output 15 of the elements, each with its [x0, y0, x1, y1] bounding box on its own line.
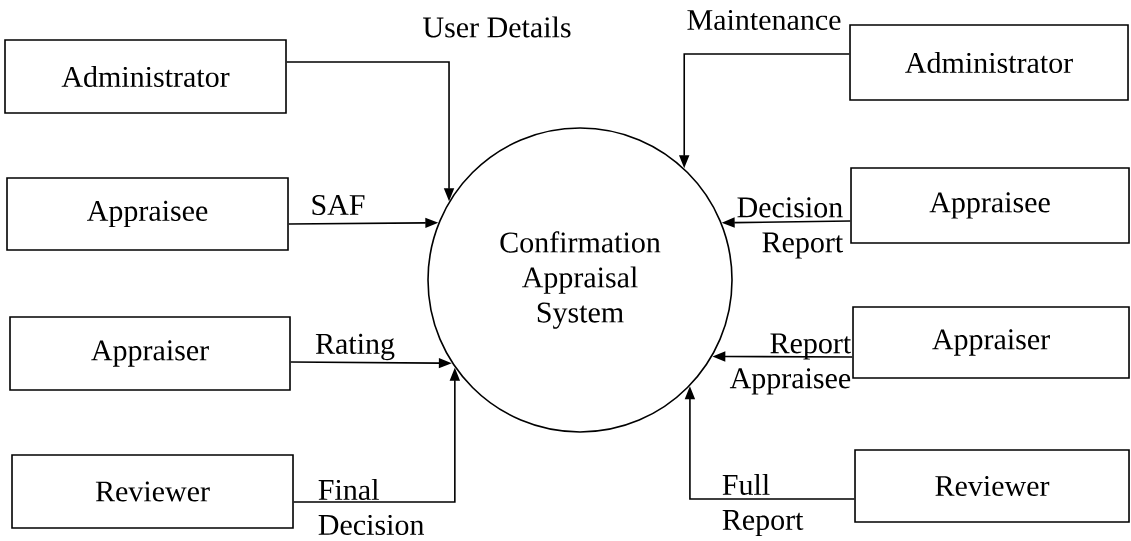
entity-box: Reviewer — [854, 449, 1130, 523]
entity-box: Appraisee — [6, 177, 289, 251]
entity-box: Administrator — [4, 39, 287, 114]
edge-label: Full Report — [722, 473, 804, 537]
entity-box: Reviewer — [11, 454, 294, 529]
entity-box: Administrator — [849, 24, 1129, 101]
edge-label: Maintenance — [687, 9, 841, 31]
entity-box: Appraisee — [850, 167, 1130, 244]
edge-label: Decision Report — [737, 197, 844, 259]
edge-label: Final Decision — [318, 478, 424, 536]
edge-label: Rating — [315, 333, 395, 361]
entity-box: Appraiser — [9, 316, 291, 391]
edge-label: User Details — [423, 16, 571, 38]
edge-label: SAF — [312, 194, 365, 216]
entity-box: Appraiser — [852, 306, 1130, 379]
